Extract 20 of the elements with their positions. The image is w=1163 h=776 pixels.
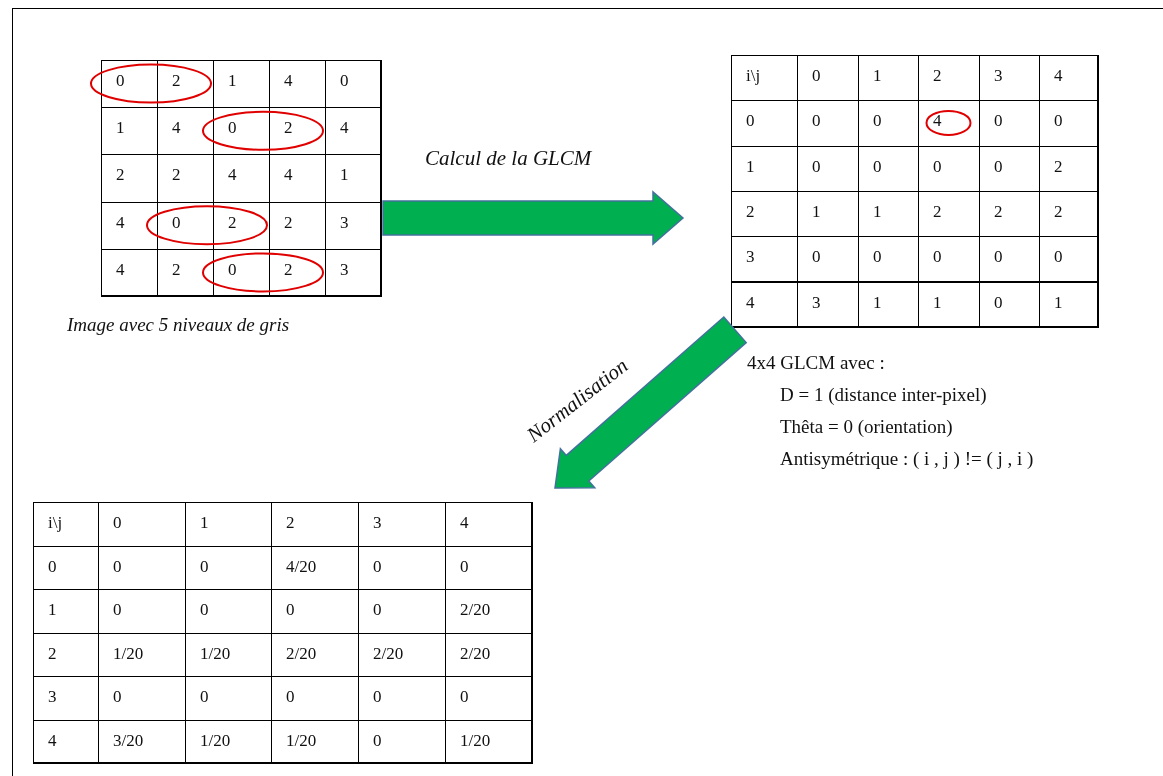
table-cell: 3 bbox=[797, 281, 859, 328]
table-cell: 0 bbox=[1039, 236, 1099, 283]
table-cell: 3 bbox=[325, 248, 382, 297]
matrix-table bbox=[33, 502, 532, 763]
block-arrow bbox=[554, 315, 748, 489]
caption-text: Image avec 5 niveaux de gris bbox=[67, 314, 290, 336]
note-text: D = 1 (distance inter-pixel) bbox=[780, 384, 987, 406]
note-text: 4x4 GLCM avec : bbox=[747, 352, 885, 374]
table-cell: 1/20 bbox=[445, 719, 533, 764]
table-cell: 1 bbox=[1039, 281, 1099, 328]
note-text: Antisymétrique : ( i , j ) != ( j , i ) bbox=[780, 448, 1034, 470]
matrix-table bbox=[731, 55, 1098, 327]
table-cell: 0 bbox=[979, 281, 1040, 328]
note-text: Thêta = 0 (orientation) bbox=[780, 416, 953, 438]
table-cell: 1 bbox=[918, 281, 980, 328]
edge-label: Calcul de la GLCM bbox=[425, 146, 592, 171]
block-arrow bbox=[382, 190, 685, 246]
table-cell: 4 bbox=[731, 281, 798, 328]
table-cell: 1 bbox=[858, 281, 919, 328]
matrix-table bbox=[101, 60, 381, 296]
